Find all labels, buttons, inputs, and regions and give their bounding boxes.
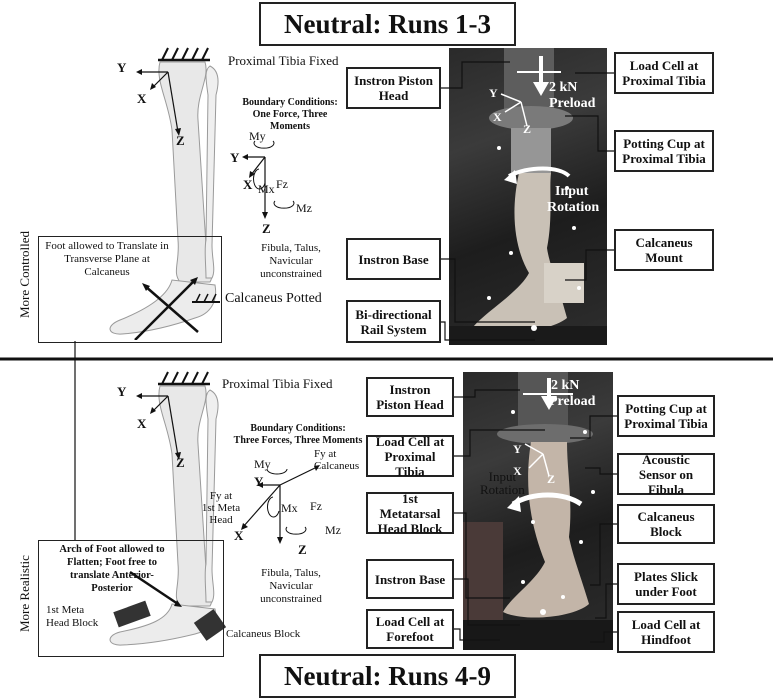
- top-photo-preload-1: 2 kN: [549, 80, 578, 95]
- top-photo-y: Y: [489, 86, 498, 100]
- top-calcaneus-potted: Calcaneus Potted: [225, 291, 322, 306]
- top-coord-z: Z: [262, 221, 271, 236]
- top-coord-y: Y: [230, 150, 240, 165]
- bottom-label-load-cell-forefoot: Load Cell at Forefoot: [366, 609, 454, 649]
- bottom-fy-meta-2: 1st Meta: [201, 502, 241, 514]
- bottom-label-load-cell-tibia: Load Cell at Proximal Tibia: [366, 434, 454, 479]
- bottom-photo-z: Z: [547, 472, 556, 486]
- top-label-instron-piston-head: Instron Piston Head: [346, 67, 441, 109]
- top-proximal-tibia-fixed: Proximal Tibia Fixed: [228, 53, 339, 68]
- top-m-x: Mx: [258, 182, 275, 196]
- bottom-label-calcaneus-block: Calcaneus Block: [617, 504, 715, 544]
- top-coord-x: X: [243, 177, 253, 192]
- bottom-photo-y: Y: [513, 442, 522, 456]
- top-m-z: Mz: [296, 201, 312, 215]
- top-leg-schematic: [109, 47, 220, 340]
- bottom-bc-title-line2: Three Forces, Three Moments: [233, 435, 363, 446]
- top-label-load-cell: Load Cell at Proximal Tibia: [614, 52, 714, 94]
- top-photo-art: [449, 48, 607, 345]
- bottom-photo-x: X: [513, 464, 522, 478]
- bottom-fy-calc: Fy at Calcaneus: [314, 448, 359, 472]
- bottom-proximal-tibia-fixed: Proximal Tibia Fixed: [222, 376, 333, 391]
- top-fibula-note: Fibula, Talus, Navicular unconstrained: [260, 242, 322, 280]
- bottom-m-y: My: [254, 457, 271, 471]
- bottom-input-2: Rotation: [480, 482, 525, 497]
- bottom-photo-preload-2: Preload: [549, 394, 596, 409]
- top-axis-z: Z: [176, 133, 185, 148]
- top-label-rail-system: Bi-directional Rail System: [346, 300, 441, 343]
- bottom-title: Neutral: Runs 4-9: [259, 654, 516, 698]
- top-photo: 2 kN Preload Y X Z Input Rotation: [449, 48, 607, 345]
- top-bc-title: Boundary Conditions: One Force, Three Mo…: [232, 97, 348, 133]
- bottom-meta-head-block: 1st Meta Head Block: [46, 604, 99, 629]
- top-f-z: Fz: [276, 177, 288, 191]
- top-photo-z: Z: [523, 122, 532, 136]
- bottom-bc-title: Boundary Conditions: Three Forces, Three…: [232, 423, 364, 447]
- bottom-f-z: Fz: [310, 499, 322, 513]
- bottom-coordinate-system: [241, 465, 320, 544]
- bottom-fy-calc-1: Fy at: [314, 448, 337, 460]
- bottom-label-instron-piston-head: Instron Piston Head: [366, 377, 454, 417]
- bottom-label-plates-slick: Plates Slick under Foot: [617, 563, 715, 605]
- bottom-fibula-note: Fibula, Talus, Navicular unconstrained: [260, 567, 322, 605]
- bottom-coord-z: Z: [298, 542, 307, 557]
- bottom-input-1: Input: [488, 469, 517, 484]
- bottom-fy-meta-3: Head: [209, 514, 233, 526]
- bottom-label-load-cell-hindfoot: Load Cell at Hindfoot: [617, 611, 715, 653]
- bottom-label-potting-cup: Potting Cup at Proximal Tibia: [617, 395, 715, 437]
- bottom-fy-meta: Fy at 1st Meta Head: [199, 490, 243, 526]
- bottom-photo-preload-1: 2 kN: [551, 378, 580, 393]
- top-photo-preload-2: Preload: [549, 96, 596, 111]
- bottom-foot-box: [38, 540, 224, 657]
- bottom-label-meta-head-block: 1st Metatarsal Head Block: [366, 491, 454, 536]
- bottom-calcaneus-block: Calcaneus Block: [226, 628, 301, 640]
- bottom-input-rotation: Input Rotation: [480, 470, 525, 496]
- top-m-y: My: [249, 129, 266, 143]
- bottom-m-z: Mz: [325, 523, 341, 537]
- top-photo-x: X: [493, 110, 502, 124]
- bottom-axis-y: Y: [117, 384, 127, 399]
- top-bc-title-line1: Boundary Conditions:: [242, 97, 338, 108]
- top-coordinate-system: [242, 140, 295, 219]
- bottom-coord-x: X: [234, 528, 244, 543]
- top-bc-title-line2: One Force, Three Moments: [252, 109, 328, 132]
- bottom-leg-schematic: [109, 371, 227, 646]
- bottom-label-instron-base: Instron Base: [366, 559, 454, 599]
- top-axis-y: Y: [117, 60, 127, 75]
- top-axis-x: X: [137, 91, 147, 106]
- bottom-axis-x: X: [137, 416, 147, 431]
- top-label-potting-cup: Potting Cup at Proximal Tibia: [614, 130, 714, 172]
- bottom-axis-z: Z: [176, 455, 185, 470]
- bottom-label-acoustic-sensor: Acoustic Sensor on Fibula: [617, 452, 715, 497]
- top-label-calcaneus-mount: Calcaneus Mount: [614, 229, 714, 271]
- top-label-instron-base: Instron Base: [346, 238, 441, 280]
- top-photo-input-2: Rotation: [547, 200, 600, 215]
- top-foot-note: Foot allowed to Translate in Transverse …: [45, 240, 169, 278]
- top-foot-box: [38, 236, 222, 343]
- bottom-bc-title-line1: Boundary Conditions:: [250, 423, 346, 434]
- bottom-coord-y: Y: [254, 474, 264, 489]
- top-photo-input-1: Input: [555, 184, 589, 199]
- bottom-m-x: Mx: [281, 501, 298, 515]
- bottom-fy-calc-2: Calcaneus: [314, 460, 360, 472]
- bottom-arch-note: Arch of Foot allowed to Flatten; Foot fr…: [59, 544, 165, 594]
- top-title: Neutral: Runs 1-3: [259, 2, 516, 46]
- bottom-fy-meta-1: Fy at: [209, 490, 233, 502]
